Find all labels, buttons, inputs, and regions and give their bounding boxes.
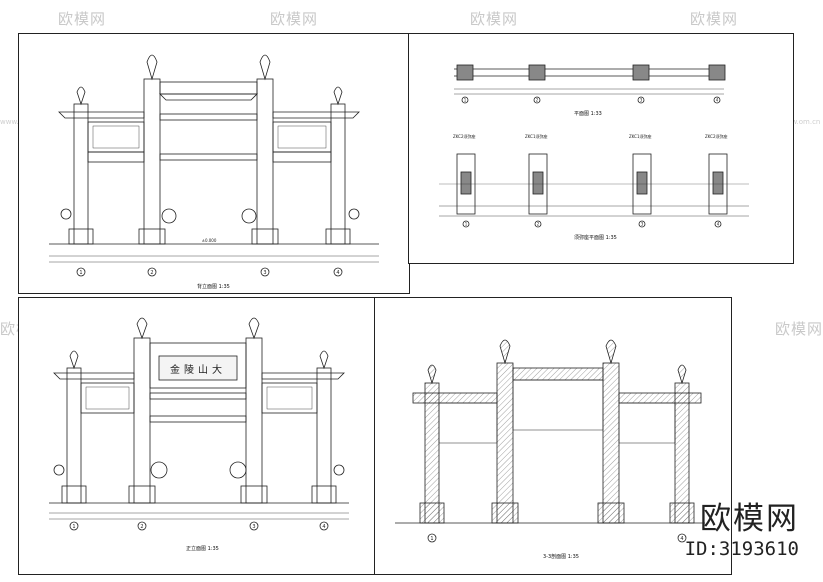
plan-grid-3: 3 — [640, 98, 643, 103]
grid-label-4: 4 — [336, 270, 339, 276]
grid-label-2: 2 — [150, 270, 153, 276]
grid-label-3: 3 — [263, 270, 266, 276]
back-elevation-drawing: 1 2 3 4 ±0.000 — [49, 54, 379, 277]
level-label: ±0.000 — [202, 238, 217, 243]
plan-caption: 平面图 1:33 — [574, 111, 602, 117]
brand-name: 欧模网 — [700, 501, 799, 537]
section-grid-3: 3 — [641, 222, 644, 227]
plan-grid-2: 2 — [536, 98, 539, 103]
column-tag: ZKC1须弥座 — [629, 133, 651, 139]
plan-sheet: 1 2 3 4 ZKC2须弥座 ZKC1须弥座 ZKC1须弥座 ZKC2须弥座 … — [408, 33, 794, 264]
watermark-brand: 欧模网 — [58, 10, 107, 28]
grid-label-3: 3 — [252, 524, 255, 530]
grid-label-1: 1 — [72, 524, 75, 530]
back-elevation-caption: 背立面图 1:35 — [197, 284, 230, 290]
front-elevation-caption: 正立面图 1:35 — [186, 546, 219, 552]
section-caption: 3-3剖面图 1:35 — [543, 554, 579, 560]
grid-label-2: 2 — [140, 524, 143, 530]
section-grid-1: 1 — [430, 536, 433, 542]
section-grid-2: 2 — [537, 222, 540, 227]
watermark-brand: 欧模网 — [470, 10, 519, 28]
column-section-caption: 须弥座平面图 1:35 — [574, 235, 617, 241]
column-tag: ZKC2须弥座 — [705, 133, 727, 139]
brand-id: ID:3193610 — [684, 538, 799, 560]
front-elevation-drawing: 金陵山大 1 2 3 4 — [49, 317, 349, 531]
watermark-brand: 欧模网 — [270, 10, 319, 28]
section-grid-1: 1 — [465, 222, 468, 227]
grid-label-1: 1 — [79, 270, 82, 276]
plaque-text: 金陵山大 — [170, 363, 226, 376]
section-sheet: 1 4 3-3剖面图 1:35 — [374, 297, 732, 575]
plan-grid-1: 1 — [464, 98, 467, 103]
watermark-url: www.om.cn — [780, 118, 821, 126]
watermark-brand: 欧模网 — [775, 320, 823, 338]
section-grid-4: 4 — [680, 536, 683, 542]
back-elevation-sheet: 1 2 3 4 ±0.000 背立面图 1:35 — [18, 33, 410, 294]
column-section-row — [439, 153, 749, 228]
section-drawing: 1 4 — [395, 339, 705, 543]
grid-axis-bubbles — [69, 521, 329, 531]
column-tag: ZKC1须弥座 — [525, 133, 547, 139]
grid-axis-bubbles — [76, 267, 343, 277]
plan-drawing: 1 2 3 4 ZKC2须弥座 ZKC1须弥座 ZKC1须弥座 ZKC2须弥座 … — [439, 64, 749, 228]
front-elevation-sheet: 金陵山大 1 2 3 4 正立面图 1:35 — [18, 297, 376, 575]
section-grid-4: 4 — [717, 222, 720, 227]
column-tag: ZKC2须弥座 — [453, 133, 475, 139]
plan-grid-4: 4 — [716, 98, 719, 103]
grid-label-4: 4 — [322, 524, 325, 530]
watermark-brand: 欧模网 — [690, 10, 739, 28]
